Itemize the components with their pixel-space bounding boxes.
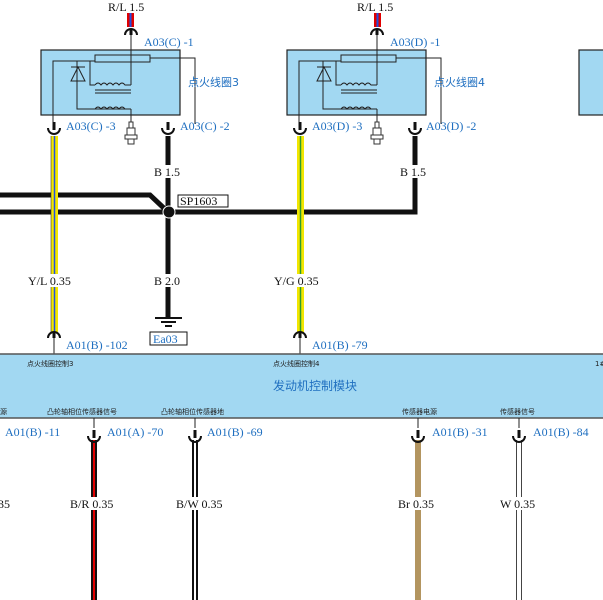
supply-wire-coil4	[374, 13, 381, 27]
wire-label: 35	[0, 497, 10, 511]
spark-plug-icon	[370, 121, 384, 145]
pin-label: A03(C) -1	[144, 35, 194, 49]
ecm-title: 发动机控制模块	[273, 378, 357, 393]
coil-name: 点火线圈4	[434, 75, 485, 89]
ecm-bottom-label: 传感器电源	[402, 407, 437, 416]
ignition-coil-3	[40, 28, 196, 145]
wire-label: Y/L 0.35	[28, 274, 71, 288]
ecm-bottom-label: 凸轮轴相位传感器地	[161, 407, 224, 416]
ignition-coil-4	[286, 28, 442, 145]
sensor-wire-b-w	[192, 440, 198, 600]
pin-label: A01(B) -102	[66, 338, 128, 352]
pin-label: A01(B) -84	[533, 425, 589, 439]
pin-label: A03(C) -2	[180, 119, 230, 133]
ground-icon	[155, 317, 182, 327]
pin-label: A01(A) -70	[107, 425, 163, 439]
wire-label: B 2.0	[154, 274, 180, 288]
pin-label: A01(B) -69	[207, 425, 263, 439]
wire-label: B/W 0.35	[176, 497, 222, 511]
pin-label: A01(B) -11	[5, 425, 60, 439]
ground-bus-wire-2	[0, 136, 418, 215]
supply-wire-label-coil4: R/L 1.5	[357, 0, 393, 14]
ecm-bottom-label: 凸轮轴相位传感器信号	[47, 407, 117, 416]
splice-dot	[162, 205, 176, 219]
pin-label: A03(D) -1	[390, 35, 440, 49]
sensor-wire-b-r	[91, 440, 97, 600]
wire-label: B 1.5	[400, 165, 426, 179]
partial-component	[578, 49, 603, 116]
wire-label: Y/G 0.35	[274, 274, 319, 288]
pin-label: A03(C) -3	[66, 119, 116, 133]
wire-label: B/R 0.35	[70, 497, 113, 511]
splice-label: SP1603	[180, 194, 217, 208]
pin-label: A03(D) -3	[312, 119, 362, 133]
ecm-top-label: 点火线圈控制4	[273, 359, 320, 368]
ground-label: Ea03	[153, 332, 178, 346]
ecm-bottom-label: 传感器信号	[500, 407, 535, 416]
coil-name: 点火线圈3	[188, 75, 239, 89]
wire-label: B 1.5	[154, 165, 180, 179]
splice-label-box	[177, 194, 229, 208]
pin-label: A01(B) -31	[432, 425, 488, 439]
pin-label: A03(D) -2	[426, 119, 476, 133]
supply-wire-coil3	[127, 13, 134, 27]
signal-wire-coil4	[297, 136, 304, 332]
supply-wire-label-coil3: R/L 1.5	[108, 0, 144, 14]
ecm-top-label: 点火线圈控制3	[27, 359, 73, 368]
sensor-wire-br	[415, 440, 421, 600]
ecm-bottom-label: 源	[0, 407, 7, 416]
sensor-wire-w	[516, 440, 522, 600]
engine-control-module: 点火线圈控制3 点火线圈控制4 1# 发动机控制模块 源 凸轮轴相位传感器信号 …	[0, 353, 603, 419]
wire-label: Br 0.35	[398, 497, 434, 511]
signal-wire-coil3	[50, 136, 58, 332]
spark-plug-icon	[124, 121, 138, 145]
pin-label: A01(B) -79	[312, 338, 368, 352]
ecm-top-label: 1#	[595, 360, 603, 368]
ground-bus-wire-1	[0, 192, 170, 214]
wire-label: W 0.35	[500, 497, 535, 511]
